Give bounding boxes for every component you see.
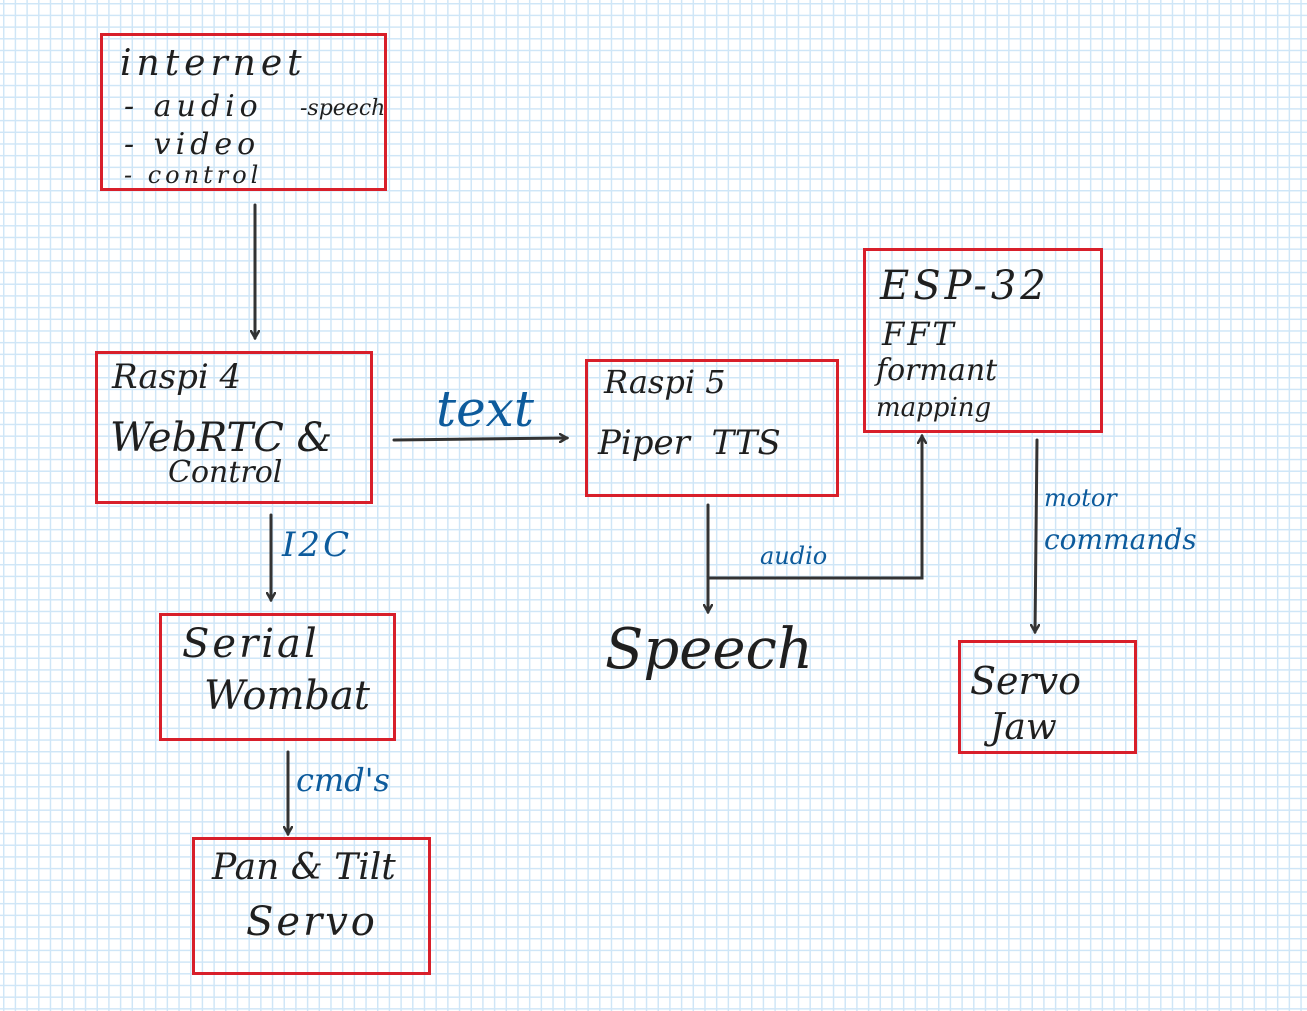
edge-label-audio: audio <box>760 542 828 570</box>
raspi5-piper-tts: Piper TTS <box>598 423 781 463</box>
servo-jaw-title: Servo <box>970 659 1082 703</box>
arrow-esp32-to-servo-jaw <box>1035 438 1037 632</box>
internet-note-speech: -speech <box>300 96 386 121</box>
servo-jaw-box <box>958 640 1137 754</box>
arrow-raspi5-to-esp32 <box>706 436 922 580</box>
edge-label-motor: motor <box>1044 484 1117 512</box>
servo-jaw-jaw: Jaw <box>990 707 1057 748</box>
pan-tilt-servo: Servo <box>246 899 378 945</box>
esp32-formant: formant <box>876 353 998 388</box>
raspi5-title: Raspi 5 <box>604 363 726 401</box>
edge-label-cmds: cmd's <box>296 761 390 799</box>
raspi4-control: Control <box>168 455 283 490</box>
internet-item-video: - video <box>124 127 261 162</box>
pan-tilt-title: Pan & Tilt <box>212 847 396 888</box>
serial-wombat-name: Wombat <box>204 673 370 719</box>
esp32-mapping: mapping <box>876 393 992 423</box>
edge-label-text: text <box>436 380 534 438</box>
raspi4-title: Raspi 4 <box>112 357 242 397</box>
speech-output: Speech <box>605 617 813 682</box>
serial-wombat-title: Serial <box>182 621 320 667</box>
edge-label-commands: commands <box>1044 523 1197 556</box>
internet-item-audio: - audio <box>124 89 263 124</box>
esp32-title: ESP-32 <box>880 263 1050 309</box>
internet-item-control: - control <box>124 163 263 187</box>
internet-box <box>100 33 387 191</box>
edge-label-i2c: I2C <box>282 525 353 565</box>
raspi4-box <box>95 351 373 504</box>
raspi4-webrtc: WebRTC & <box>110 415 333 461</box>
esp32-box <box>863 248 1103 433</box>
internet-title: internet <box>120 43 307 84</box>
serial-wombat-box <box>159 613 396 741</box>
esp32-fft: FFT <box>882 315 957 353</box>
pan-tilt-servo-box <box>192 837 431 975</box>
raspi5-box <box>585 359 839 497</box>
arrow-raspi4-to-raspi5 <box>392 438 567 440</box>
